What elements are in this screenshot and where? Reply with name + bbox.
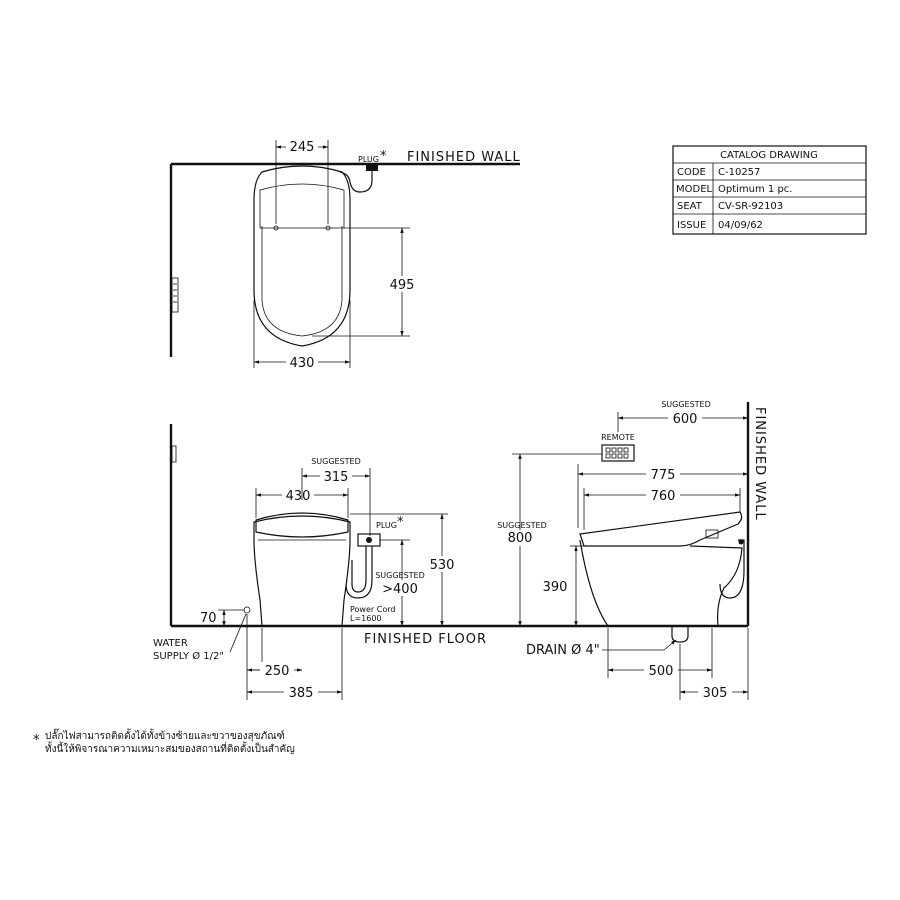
dim-800: 800 — [508, 531, 533, 546]
drain-pipe-icon — [671, 626, 689, 643]
suggested-label-315: SUGGESTED — [311, 457, 361, 466]
remote-label: REMOTE — [601, 433, 635, 442]
dim-385: 385 — [289, 686, 314, 701]
footnote-line-1: ปลั๊กไฟสามารถติดตั้งได้ทั้งข้างซ้ายและขว… — [45, 728, 285, 742]
dim-775: 775 — [651, 468, 676, 483]
water-supply-label-1: WATER — [153, 638, 188, 649]
dim-250: 250 — [265, 664, 290, 679]
footnote-asterisk: * — [33, 733, 40, 748]
side-finished-wall-label: FINISHED WALL — [752, 407, 767, 521]
plan-plug-label: PLUG — [358, 155, 379, 164]
title-block-label-seat: SEAT — [677, 201, 703, 212]
dim-390: 390 — [543, 580, 568, 595]
plan-seat-lid — [261, 226, 343, 337]
plan-view: FINISHED WALL PLUG * 245 495 430 — [169, 138, 521, 371]
plan-tank — [259, 183, 345, 229]
bolt-right-icon — [325, 225, 331, 231]
front-plug-label: PLUG — [376, 521, 397, 530]
plan-plug-asterisk: * — [380, 149, 387, 164]
power-cord-label: Power Cord — [350, 605, 395, 614]
power-cord-length: L=1600 — [350, 614, 382, 623]
front-seat-lid — [255, 512, 349, 538]
footnote-line-2: ทั้งนี้ให้พิจารณาความเหมาะสมของสถานที่ติ… — [45, 741, 295, 755]
footnote: * ปลั๊กไฟสามารถติดตั้งได้ทั้งข้างซ้ายและ… — [33, 728, 295, 755]
plug-socket-icon — [366, 165, 378, 171]
dim-315: 315 — [324, 470, 349, 485]
suggested-label-600: SUGGESTED — [661, 400, 711, 409]
water-supply-icon — [243, 606, 251, 614]
bolt-left-icon — [273, 225, 279, 231]
suggested-label-800: SUGGESTED — [497, 521, 547, 530]
dim-400: >400 — [382, 582, 418, 597]
title-block-label-code: CODE — [677, 167, 706, 178]
title-block-label-issue: ISSUE — [677, 220, 706, 231]
dim-600: 600 — [673, 412, 698, 427]
title-block-value-seat: CV-SR-92103 — [718, 201, 783, 212]
front-plug-asterisk: * — [397, 515, 404, 530]
title-block-value-issue: 04/09/62 — [718, 220, 763, 231]
side-power-cord — [719, 539, 745, 599]
water-supply-leader — [229, 613, 247, 653]
plan-finished-wall-label: FINISHED WALL — [407, 150, 521, 165]
dim-430-front: 430 — [286, 489, 311, 504]
front-power-cord — [351, 546, 367, 593]
dim-500: 500 — [649, 664, 674, 679]
dim-70: 70 — [200, 611, 217, 626]
front-side-panel-icon — [171, 445, 177, 463]
dim-760: 760 — [651, 489, 676, 504]
side-control-icon — [705, 529, 719, 539]
title-block-value-code: C-10257 — [718, 167, 760, 178]
side-panel-icon — [171, 277, 179, 313]
drain-label: DRAIN Ø 4" — [526, 643, 600, 658]
plan-toilet-outline — [253, 165, 351, 347]
title-block-header: CATALOG DRAWING — [720, 150, 818, 161]
front-view: FINISHED FLOOR 430 SUGGESTED 315 PLUG * … — [153, 424, 748, 701]
title-block-label-model: MODEL — [676, 184, 713, 195]
suggested-label-400: SUGGESTED — [375, 571, 425, 580]
dim-430-plan: 430 — [290, 356, 315, 371]
title-block-value-model: Optimum 1 pc. — [718, 184, 792, 195]
side-toilet-body — [579, 539, 743, 627]
title-block: CATALOG DRAWING CODE C-10257 MODEL Optim… — [672, 145, 867, 235]
remote-control-icon — [601, 444, 635, 462]
dim-530: 530 — [430, 558, 455, 573]
side-view: FINISHED WALL SUGGESTED 600 REMOTE SUGGE… — [497, 400, 767, 701]
front-toilet-body — [253, 515, 351, 627]
dim-245: 245 — [290, 140, 315, 155]
plan-power-cord — [339, 171, 373, 193]
side-seat-lid — [579, 511, 743, 547]
finished-floor-label: FINISHED FLOOR — [364, 632, 487, 647]
dim-305: 305 — [703, 686, 728, 701]
dim-495: 495 — [390, 278, 415, 293]
water-supply-label-2: SUPPLY Ø 1/2" — [153, 650, 224, 662]
